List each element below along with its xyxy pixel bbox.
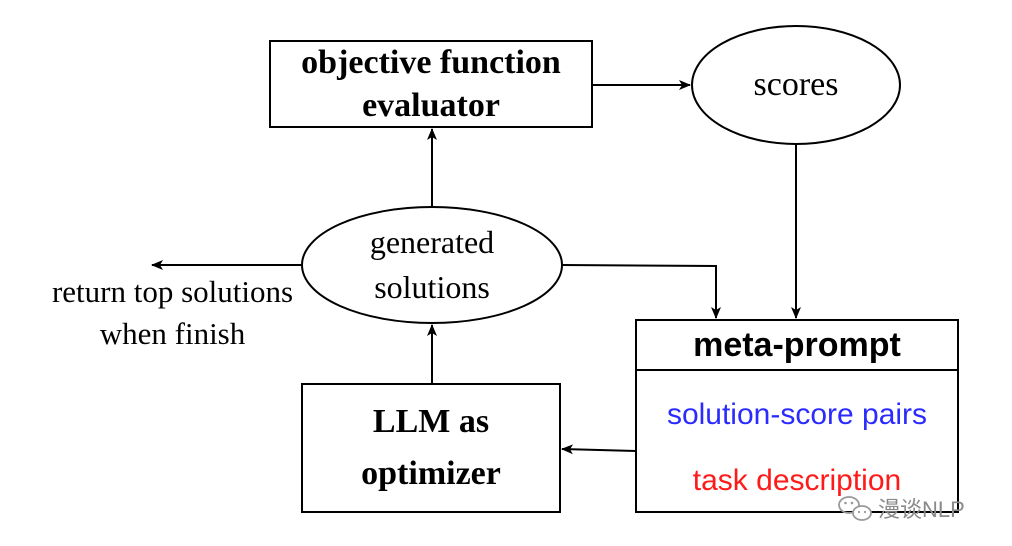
- task-description-text: task description: [692, 464, 902, 497]
- wechat-icon: [838, 496, 872, 521]
- meta-prompt-box: [635, 319, 959, 513]
- evaluator-label-line-1: objective function: [301, 44, 561, 81]
- arrow-generated-to-meta-prompt: [561, 264, 721, 319]
- watermark: 漫谈NLP: [878, 492, 988, 524]
- arrow-meta-prompt-to-llm: [561, 444, 637, 455]
- llm-optimizer-label: LLM as optimizer: [302, 384, 560, 512]
- watermark-text: 漫谈NLP: [878, 497, 965, 522]
- meta-prompt-title-text: meta-prompt: [693, 325, 901, 364]
- evaluator-box: [269, 40, 593, 128]
- task-description-label: task description: [636, 458, 958, 504]
- generated-solutions-label: generated solutions: [302, 207, 562, 323]
- scores-label: scores: [692, 26, 900, 144]
- return-note-line-1: return top solutions: [51, 274, 294, 309]
- return-note-line-2: when finish: [99, 316, 246, 351]
- meta-prompt-title: meta-prompt: [636, 320, 958, 370]
- evaluator-label-line-2: evaluator: [362, 87, 500, 124]
- solution-score-pairs-text: solution-score pairs: [666, 398, 928, 431]
- evaluator-label: objective function evaluator: [270, 41, 592, 127]
- solution-score-pairs-label: solution-score pairs: [636, 392, 958, 438]
- generated-solutions-line-2: solutions: [374, 269, 490, 305]
- return-top-solutions-note: return top solutions when finish: [20, 268, 325, 358]
- scores-label-text: scores: [753, 66, 839, 103]
- llm-optimizer-line-1: LLM as: [372, 403, 490, 440]
- llm-optimizer-box: [301, 383, 561, 513]
- llm-optimizer-line-2: optimizer: [361, 455, 501, 492]
- generated-solutions-line-1: generated: [369, 224, 495, 260]
